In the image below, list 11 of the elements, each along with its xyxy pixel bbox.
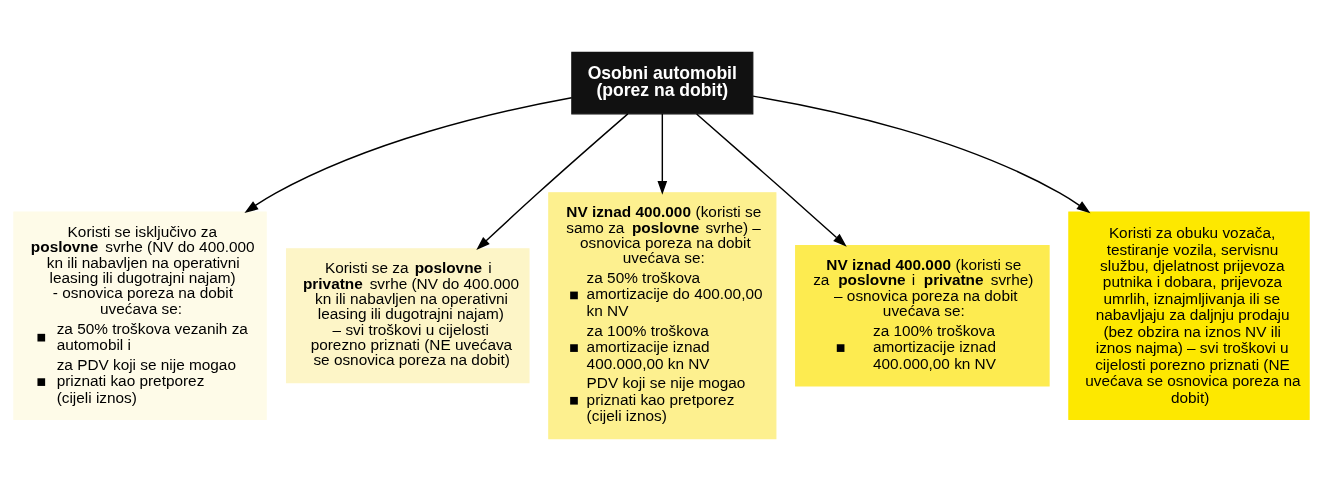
- arrow: [476, 113, 629, 250]
- node-box: Koristi za obuku vozača, testiranje vozila, servisnu službu, djelatnost prijevoza putnika i dobara, prijevoza umrlih, iznajmljivanja ili se nabavljaju za daljnju prodaju (bez obzira na iznos NV ili iznos najma) – svi troškovi u cijelosti porezno priznati (NE uvećava se osnovica poreza na dobit): [1068, 211, 1310, 420]
- node-box: NV iznad 400.000 (koristi se za poslovne i privatne svrhe) – osnovica poreza na dobit uvećava se: za 100% troškova amortizacije iznad 400.000,00 kn NV: [795, 244, 1050, 387]
- arrow: [244, 96, 573, 214]
- node-box: Koristi se isključivo za poslovne svrhe (NV do 400.000 kn ili nabavljen na operativni leasing ili dugotrajni najam) - osnovica poreza na dobit uvećava se: za 50% troškova vezanih za automobil i za PDV koji se nije mogao priznati kao pretporez (cijeli iznos): [13, 211, 267, 420]
- arrow: [657, 113, 668, 195]
- arrow: [695, 113, 847, 247]
- node-box: Osobni automobil (porez na dobit): [571, 51, 754, 115]
- arrow: [752, 95, 1091, 214]
- node-box: NV iznad 400.000 (koristi se samo za poslovne svrhe) – osnovica poreza na dobit uvećava se: za 50% troškova amortizacije do 400.00,00 kn NV za 100% troškova amortizacije iznad 400.000,00 kn NV PDV koji se nije mogao priznati kao pretporez (cijeli iznos): [548, 192, 777, 440]
- node-box: Koristi se za poslovne i privatne svrhe (NV do 400.000 kn ili nabavljen na operativni leasing ili dugotrajni najam) – svi troškovi u cijelosti porezno priznati (NE uvećava se osnovica poreza na dobit): [285, 248, 530, 384]
